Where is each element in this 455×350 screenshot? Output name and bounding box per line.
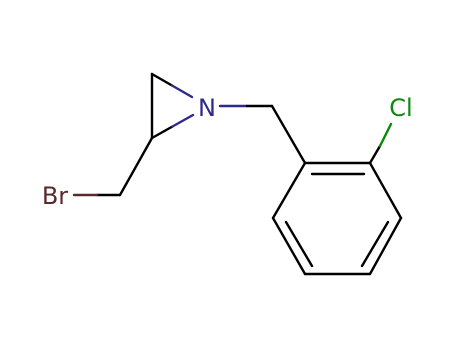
bond-ring-c3-n-a bbox=[150, 72, 174, 87]
chlorine-atom-label: Cl bbox=[389, 94, 412, 122]
bond-ring-c3-n-b bbox=[170, 84, 194, 99]
bond-c-cl-b bbox=[378, 122, 393, 148]
bond-ring-3-double bbox=[360, 220, 390, 268]
bond-ch2-ipso bbox=[270, 104, 307, 165]
bond-ring-6 bbox=[271, 161, 307, 220]
atom-labels: N Cl Br bbox=[42, 94, 413, 210]
bond-ring-5-double bbox=[284, 220, 314, 268]
bond-ring-c2-n-b bbox=[171, 113, 195, 128]
bond-ring-c2-n-a bbox=[150, 125, 174, 140]
bromine-atom-label: Br bbox=[42, 182, 68, 210]
bond-ring-5 bbox=[271, 216, 307, 276]
bond-c-cl-a bbox=[368, 144, 382, 165]
bond-ring-3 bbox=[368, 216, 403, 276]
bonds bbox=[72, 72, 403, 276]
bond-c2-ch2br bbox=[118, 136, 154, 197]
bond-ring-2 bbox=[368, 161, 403, 220]
nitrogen-atom-label: N bbox=[198, 94, 216, 122]
